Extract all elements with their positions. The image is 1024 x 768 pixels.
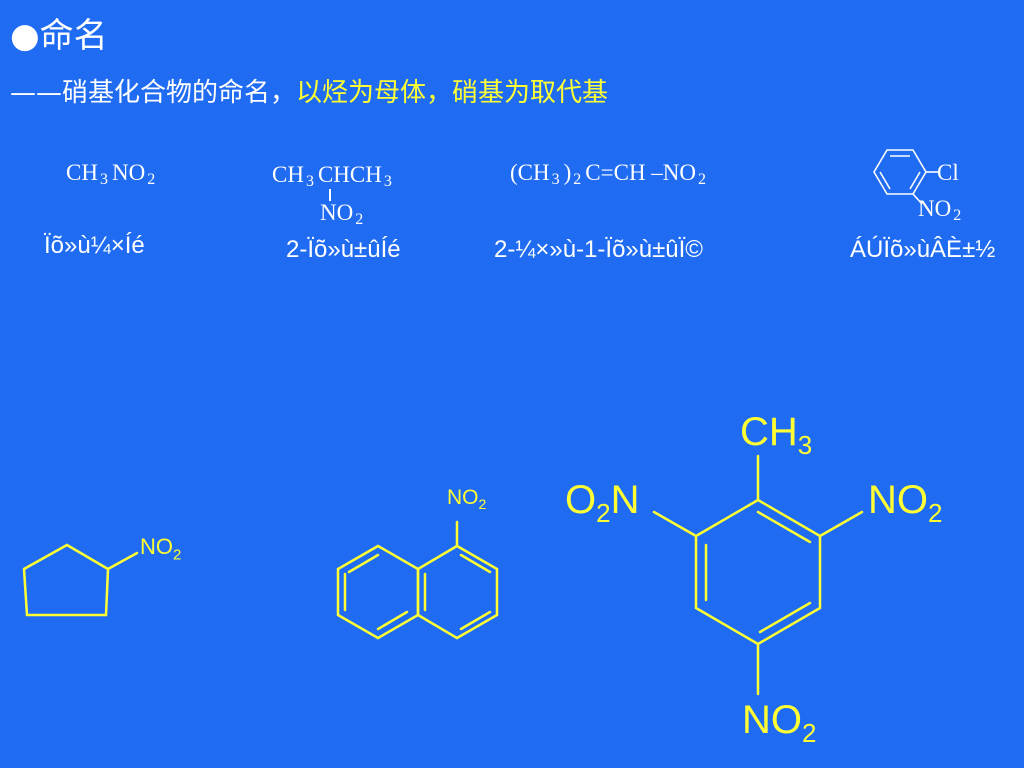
tnt-right-no2-label: NO2 [868, 478, 943, 528]
bullet-icon: ● [10, 16, 40, 56]
slide-subtitle: ——硝基化合物的命名，以烃为母体，硝基为取代基 [10, 72, 608, 109]
compound-3-name: 2-¼×»ù-1-Ïõ»ù±ûÏ© [494, 236, 703, 263]
subtitle-part1: 硝基化合物的命名， [62, 78, 297, 108]
tnt-bottom-no2-label: NO2 [742, 698, 817, 748]
naphthalene-structure [336, 520, 499, 640]
cyclopentane-structure [22, 543, 139, 617]
naphthalene-no2-label: NO2 [447, 486, 487, 513]
cyclopentane-ring [22, 543, 110, 617]
slide-title: ●命名 [10, 8, 108, 57]
tnt-ch3-label: CH3 [740, 410, 813, 460]
tnt-structure [652, 454, 864, 696]
subtitle-part2: 以烃为母体， [296, 78, 453, 108]
compound-4-name: ÁÚÏõ»ùÂÈ±½ [850, 236, 996, 263]
tnt-left-bond [652, 510, 698, 538]
title-text: 命名 [39, 16, 108, 56]
tnt-o2n-label: O2N [565, 478, 640, 528]
compound-2-branch-bond [329, 189, 331, 201]
compound-4-cl: Cl [937, 160, 959, 185]
compound-1-name: Ïõ»ù¼×Íé [44, 232, 145, 259]
no2-bond [912, 193, 923, 205]
cyclopentane-no2-bond [106, 551, 139, 571]
compound-2-name: 2-Ïõ»ù±ûÍé [286, 236, 401, 263]
subtitle-part3: 硝基为取代基 [452, 78, 609, 108]
tnt-right-bond [818, 510, 864, 538]
cyclopentane-no2-label: NO2 [140, 534, 182, 564]
subtitle-dash: —— [10, 78, 62, 108]
